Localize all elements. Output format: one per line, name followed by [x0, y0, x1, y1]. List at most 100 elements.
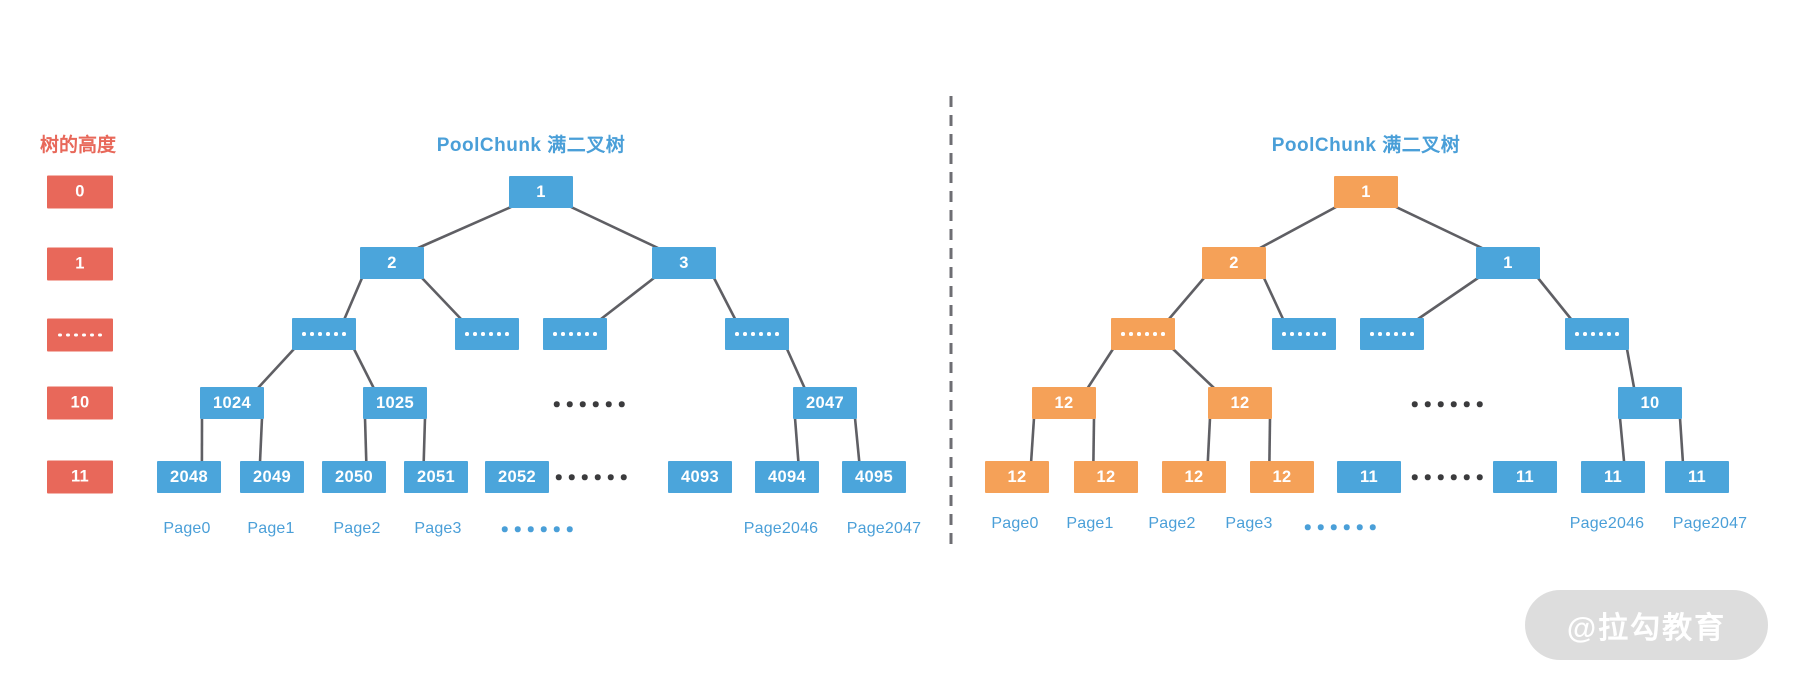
- tree-node-: [455, 318, 519, 350]
- edge-line: [352, 348, 375, 389]
- page-label-page3: Page3: [1225, 515, 1273, 532]
- tree-node-1: 1: [1334, 176, 1398, 208]
- tree-node-: [1360, 318, 1424, 350]
- height-legend-box-10: 10: [47, 386, 113, 420]
- edge-line: [1262, 277, 1285, 320]
- tree-node-2047: 2047: [793, 387, 857, 419]
- tree-node-12: 12: [1250, 461, 1314, 493]
- edge-line: [1678, 417, 1685, 463]
- page-label-page0: Page0: [991, 515, 1039, 532]
- page-label-page2046: Page2046: [743, 520, 819, 537]
- tree-node-2: 2: [1202, 247, 1266, 279]
- edge-line: [421, 277, 462, 320]
- tree-node-12: 12: [1074, 461, 1138, 493]
- ellipsis-dots: [465, 332, 509, 336]
- ellipsis-dots: [735, 332, 779, 336]
- tree-node-2: 2: [360, 247, 424, 279]
- tree-node-: [292, 318, 356, 350]
- edge-line: [1086, 348, 1115, 389]
- edge-line: [1029, 417, 1036, 463]
- ellipsis-dots: [58, 333, 102, 337]
- tree-node-3: 3: [652, 247, 716, 279]
- page-label-page2: Page2: [1148, 515, 1196, 532]
- page-label-page2047: Page2047: [846, 520, 922, 537]
- tree-node-4094: 4094: [755, 461, 819, 493]
- edge-line: [1536, 277, 1573, 320]
- ellipsis-row: [501, 526, 573, 532]
- tree-node-4093: 4093: [668, 461, 732, 493]
- edge-line: [1618, 417, 1626, 463]
- page-label-page1: Page1: [247, 520, 295, 537]
- tree-node-: [725, 318, 789, 350]
- edge-line: [570, 205, 659, 250]
- page-label-page0: Page0: [163, 520, 211, 537]
- edge-line: [1268, 417, 1272, 463]
- ellipsis-dots: [302, 332, 346, 336]
- tree-node-1025: 1025: [363, 387, 427, 419]
- ellipsis-row: [1411, 474, 1483, 480]
- ellipsis-dots: [1121, 332, 1165, 336]
- tree-node-: [1272, 318, 1336, 350]
- tree-node-11: 11: [1337, 461, 1401, 493]
- watermark-badge: @拉勾教育: [1525, 590, 1768, 660]
- edge-line: [1625, 348, 1636, 389]
- edge-line: [1206, 417, 1212, 463]
- edge-line: [712, 277, 737, 320]
- height-legend-box-……: [47, 318, 113, 352]
- height-legend-box-11: 11: [47, 460, 113, 494]
- tree-node-1: 1: [1476, 247, 1540, 279]
- edge-line: [600, 276, 655, 321]
- tree-node-2048: 2048: [157, 461, 221, 493]
- page-label-page1: Page1: [1066, 515, 1114, 532]
- ellipsis-row: [1411, 401, 1483, 407]
- page-label-page2: Page2: [333, 520, 381, 537]
- tree-node-12: 12: [1208, 387, 1272, 419]
- tree-node-11: 11: [1665, 461, 1729, 493]
- edge-line: [853, 417, 861, 463]
- edge-line: [785, 348, 806, 389]
- page-label-page2047: Page2047: [1672, 515, 1748, 532]
- ellipsis-dots: [1282, 332, 1326, 336]
- tree-node-1: 1: [509, 176, 573, 208]
- page-label-page3: Page3: [414, 520, 462, 537]
- tree-node-1024: 1024: [200, 387, 264, 419]
- page-label-page2046: Page2046: [1569, 515, 1645, 532]
- edge-line: [1168, 277, 1205, 320]
- edge-line: [1417, 276, 1479, 321]
- edge-line: [422, 417, 427, 463]
- ellipsis-row: [1304, 524, 1376, 530]
- tree-node-12: 12: [985, 461, 1049, 493]
- ellipsis-row: [553, 401, 625, 407]
- tree-node-12: 12: [1032, 387, 1096, 419]
- tree-node-: [1565, 318, 1629, 350]
- edge-line: [417, 205, 512, 250]
- ellipsis-row: [555, 474, 627, 480]
- tree-node-10: 10: [1618, 387, 1682, 419]
- tree-node-2051: 2051: [404, 461, 468, 493]
- tree-node-2052: 2052: [485, 461, 549, 493]
- tree-node-: [1111, 318, 1175, 350]
- tree-height-legend-title: 树的高度: [40, 135, 117, 156]
- ellipsis-dots: [553, 332, 597, 336]
- edge-line: [257, 348, 295, 389]
- tree-node-2049: 2049: [240, 461, 304, 493]
- right-tree-title: PoolChunk 满二叉树: [1271, 135, 1461, 156]
- edge-line: [1395, 205, 1483, 250]
- left-tree-title: PoolChunk 满二叉树: [436, 135, 626, 156]
- tree-node-: [543, 318, 607, 350]
- edge-line: [258, 417, 264, 463]
- tree-node-11: 11: [1493, 461, 1557, 493]
- tree-node-2050: 2050: [322, 461, 386, 493]
- height-legend-box-0: 0: [47, 175, 113, 209]
- tree-node-12: 12: [1162, 461, 1226, 493]
- tree-node-4095: 4095: [842, 461, 906, 493]
- edge-line: [363, 417, 368, 463]
- edge-line: [1092, 417, 1096, 463]
- height-legend-box-1: 1: [47, 247, 113, 281]
- edge-line: [1172, 348, 1215, 389]
- tree-node-11: 11: [1581, 461, 1645, 493]
- ellipsis-dots: [1370, 332, 1414, 336]
- ellipsis-dots: [1575, 332, 1619, 336]
